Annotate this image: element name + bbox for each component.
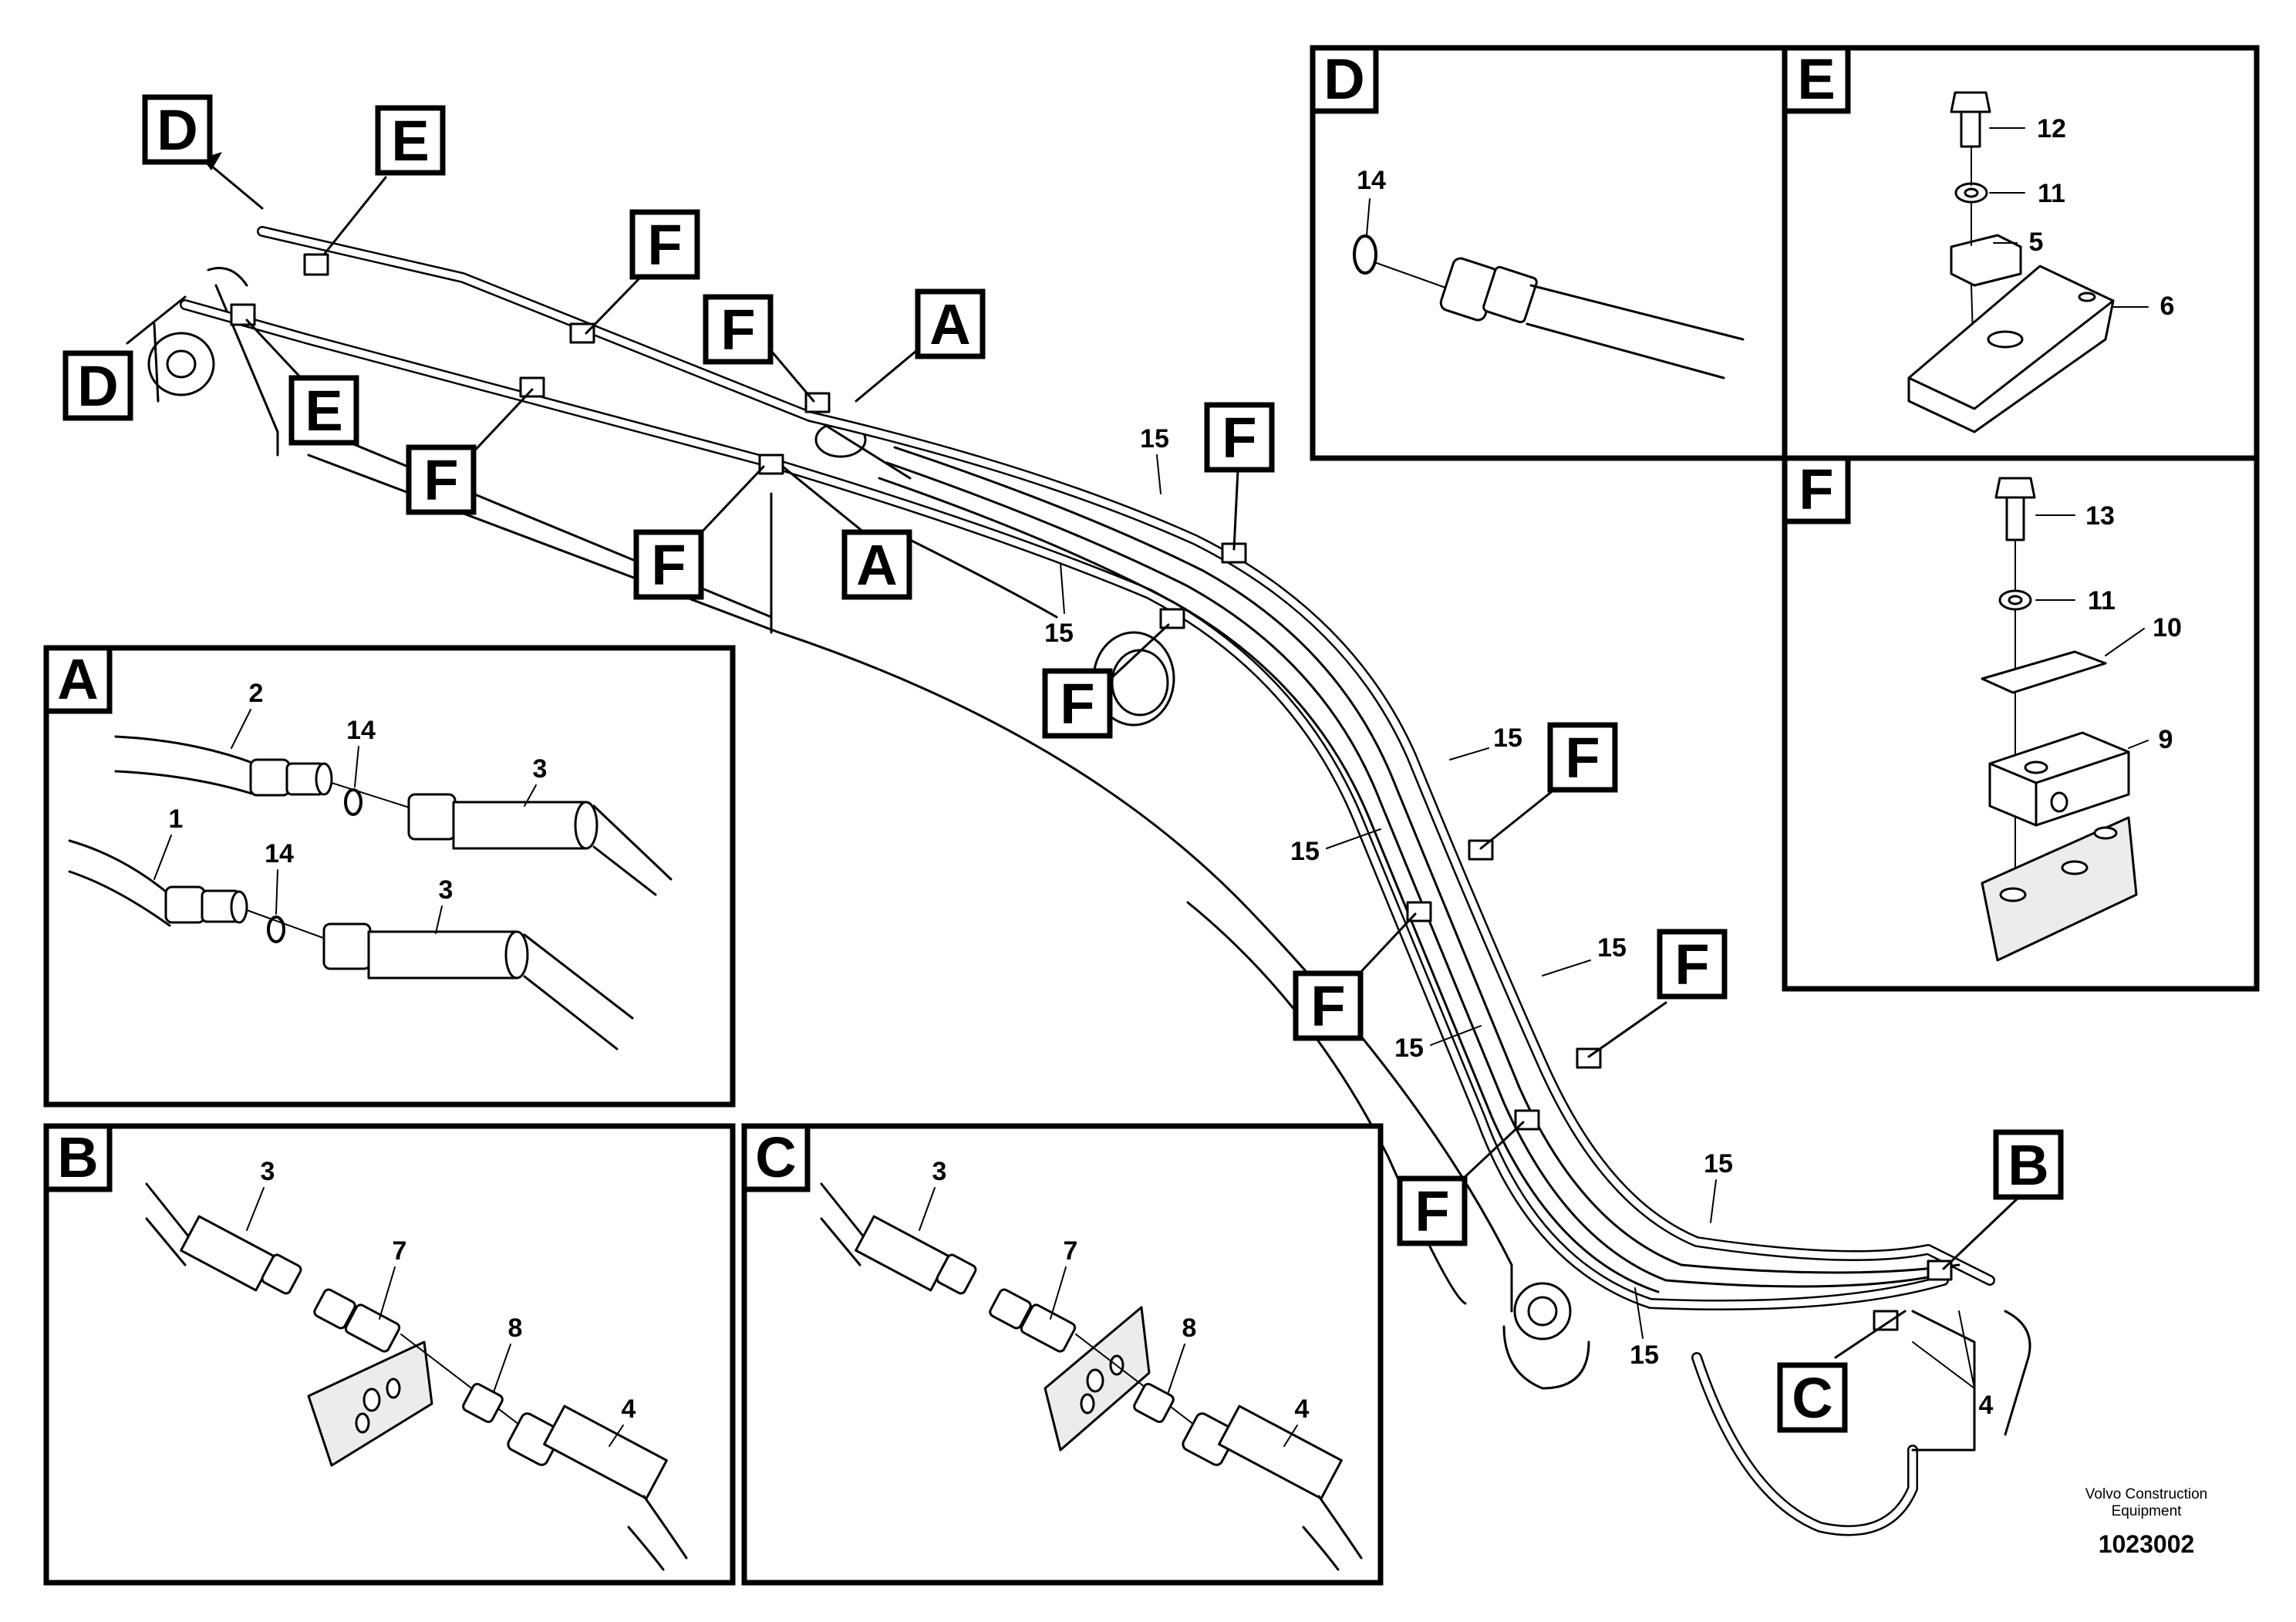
- callout-f-10: [1397, 1175, 1468, 1246]
- callout-f-8-label: F: [1310, 974, 1345, 1038]
- detail-b-letter: B: [57, 1125, 98, 1189]
- detail-f-label-11: 11: [2088, 586, 2116, 615]
- label-15-h: 15: [1630, 1340, 1659, 1370]
- detail-f-letter: F: [1799, 457, 1833, 521]
- detail-b-frame: [43, 1123, 736, 1586]
- detail-d-frame: [1310, 45, 1788, 461]
- callout-d-lower-label: D: [77, 354, 118, 418]
- callout-f-1: [629, 209, 700, 280]
- callout-d-upper-label: D: [157, 98, 197, 162]
- detail-c-label-4: 4: [1295, 1394, 1310, 1424]
- detail-d-label-14: 14: [1357, 166, 1386, 195]
- detail-f-label-10: 10: [2153, 613, 2182, 642]
- footer-company-line2: Equipment: [2112, 1503, 2183, 1519]
- callout-f-2-label: F: [423, 448, 458, 512]
- label-15-b: 15: [1044, 619, 1074, 648]
- callout-d-upper: [142, 94, 213, 165]
- detail-d-letter: D: [1323, 47, 1364, 111]
- detail-b-label-3: 3: [261, 1157, 275, 1186]
- detail-e-label-12: 12: [2037, 114, 2066, 143]
- callout-b: [1993, 1129, 2064, 1200]
- detail-b-label-4: 4: [622, 1394, 636, 1424]
- detail-e-label-11: 11: [2038, 179, 2065, 208]
- detail-c-letter: C: [755, 1125, 796, 1189]
- detail-a-label-3-upper: 3: [533, 754, 548, 784]
- detail-c: C 3 7 8 4: [741, 1123, 1384, 1586]
- main-part-labels: 15 15 15 15 15 15 15 15 4: [1044, 424, 1993, 1420]
- callout-f-9: [1657, 929, 1728, 1000]
- detail-b: B 3 7 8 4: [43, 1123, 736, 1586]
- callout-a-2: [841, 529, 912, 600]
- detail-a-letter: A: [57, 647, 98, 711]
- callout-e-upper-label: E: [391, 109, 429, 173]
- detail-c-label-7: 7: [1064, 1236, 1078, 1266]
- detail-a-frame: [43, 645, 736, 1108]
- callout-f-4-label: F: [651, 533, 686, 597]
- callout-d-lower: [62, 350, 133, 421]
- detail-d: D 14: [1310, 45, 1788, 461]
- label-15-f: 15: [1394, 1034, 1424, 1063]
- callout-f-7: [1547, 722, 1618, 793]
- detail-b-label-7: 7: [393, 1236, 407, 1266]
- detail-e-label-6: 6: [2160, 292, 2175, 321]
- detail-e-label-5: 5: [2029, 228, 2044, 257]
- callout-e-upper: [375, 105, 446, 176]
- label-15-e: 15: [1597, 933, 1627, 963]
- callout-f-9-label: F: [1674, 932, 1709, 996]
- label-15-g: 15: [1704, 1149, 1733, 1179]
- footer-company-line1: Volvo Construction: [2085, 1486, 2207, 1502]
- detail-a-label-3-lower: 3: [439, 875, 453, 905]
- callout-f-1-label: F: [647, 213, 682, 277]
- callout-f-2: [406, 444, 477, 515]
- footer-drawing-number: 1023002: [2099, 1530, 2195, 1558]
- callout-c: [1777, 1362, 1848, 1433]
- detail-e-letter: E: [1797, 47, 1835, 111]
- callout-f-8: [1293, 970, 1364, 1041]
- callout-a-2-label: A: [856, 533, 897, 597]
- label-4-main: 4: [1979, 1391, 1994, 1420]
- detail-e: E 12 11 5 6: [1782, 45, 2260, 461]
- detail-a-label-14-lower: 14: [265, 839, 294, 868]
- callout-c-label: C: [1792, 1366, 1832, 1430]
- label-15-d: 15: [1290, 837, 1320, 866]
- callout-f-4: [633, 529, 704, 600]
- detail-a: A 2 14 3 1 14 3: [43, 645, 736, 1108]
- detail-a-label-14-upper: 14: [346, 716, 376, 745]
- callout-f-5: [1204, 402, 1275, 473]
- detail-b-label-8: 8: [508, 1313, 523, 1343]
- callout-a-1-label: A: [929, 292, 970, 356]
- detail-f-label-9: 9: [2159, 725, 2173, 754]
- callout-f-3: [703, 294, 774, 365]
- callout-a-1: [915, 288, 986, 359]
- callout-f-7-label: F: [1565, 726, 1600, 790]
- detail-f: F 13 11 10 9: [1782, 455, 2260, 992]
- detail-f-label-13: 13: [2085, 501, 2115, 531]
- boom-assembly: [147, 226, 2031, 1536]
- callout-f-10-label: F: [1414, 1179, 1449, 1243]
- label-15-c: 15: [1493, 723, 1522, 753]
- detail-a-label-1: 1: [169, 804, 184, 834]
- detail-c-frame: [741, 1123, 1384, 1586]
- callout-f-3-label: F: [720, 298, 755, 362]
- callout-f-6-label: F: [1060, 672, 1094, 736]
- footer: Volvo Construction Equipment 1023002: [2085, 1486, 2207, 1558]
- callout-e-lower: [288, 375, 359, 446]
- detail-c-label-3: 3: [932, 1157, 947, 1186]
- label-15-a: 15: [1140, 424, 1169, 454]
- callout-f-5-label: F: [1222, 406, 1256, 470]
- callout-e-lower-label: E: [305, 379, 342, 443]
- callout-tags: D E D E F F F A F A F: [62, 94, 2064, 1433]
- detail-a-label-2: 2: [249, 679, 264, 708]
- callout-b-label: B: [2008, 1133, 2048, 1197]
- detail-c-label-8: 8: [1182, 1313, 1197, 1343]
- callout-f-6: [1042, 668, 1113, 739]
